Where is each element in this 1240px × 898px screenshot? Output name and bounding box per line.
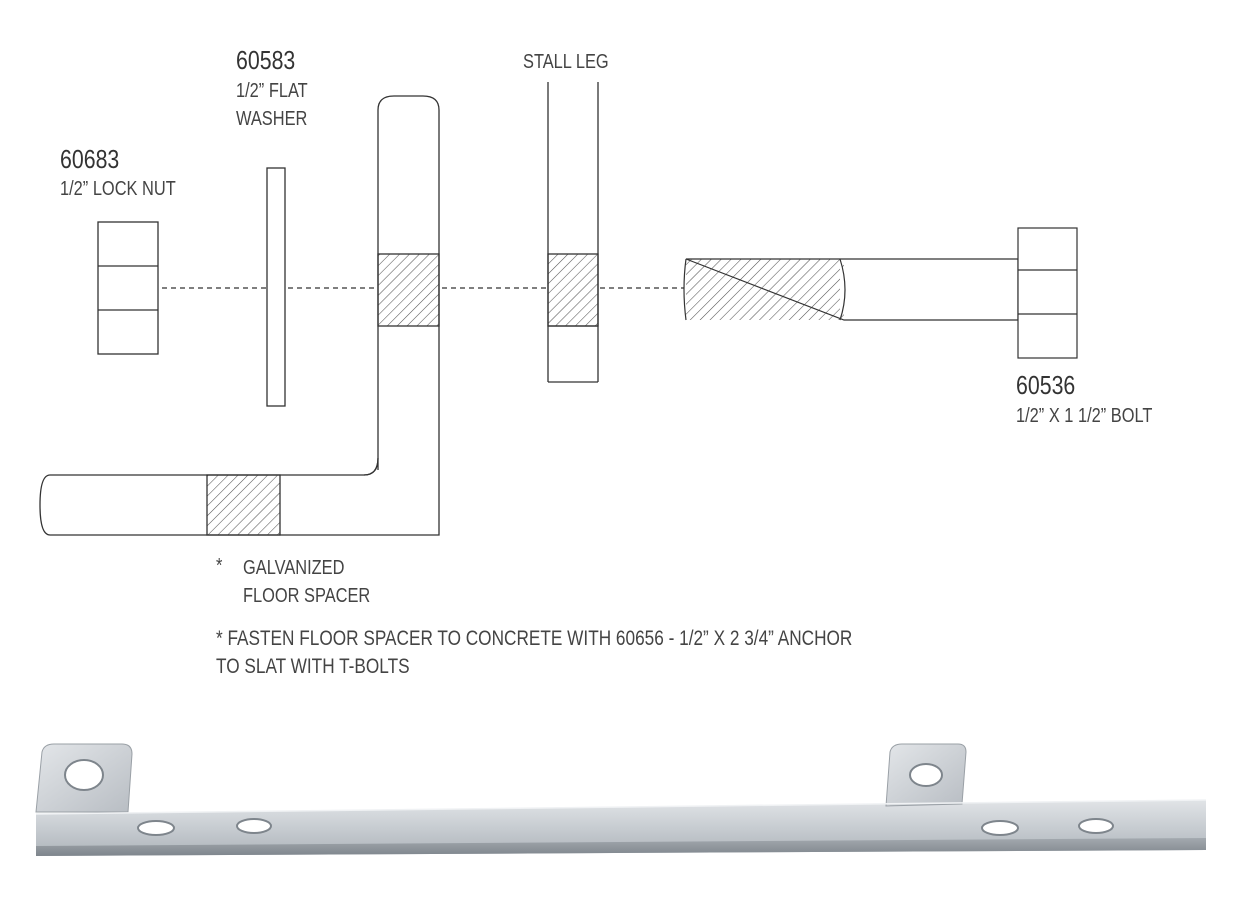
footnote-line2: TO SLAT WITH T-BOLTS (216, 655, 410, 678)
floor-spacer-asterisk: * (216, 555, 223, 577)
flat-washer-shape (266, 167, 286, 407)
floor-spacer-photo (35, 743, 1207, 856)
washer-desc-line2: WASHER (236, 108, 308, 130)
bolt-shape (683, 227, 1078, 359)
footnote-line1: * FASTEN FLOOR SPACER TO CONCRETE WITH 6… (216, 627, 853, 650)
lock-nut-part-number: 60683 (60, 144, 120, 174)
stall-leg-label: STALL LEG (523, 51, 609, 73)
floor-spacer-line1: GALVANIZED (243, 557, 345, 579)
washer-part-number: 60583 (236, 45, 296, 75)
floor-spacer-shape (39, 95, 440, 536)
washer-desc-line1: 1/2” FLAT (236, 80, 308, 102)
floor-spacer-line2: FLOOR SPACER (243, 585, 371, 607)
lock-nut-desc: 1/2” LOCK NUT (60, 178, 176, 200)
bolt-part-number: 60536 (1016, 370, 1076, 400)
lock-nut-shape (97, 221, 159, 355)
bolt-desc: 1/2” X 1 1/2” BOLT (1016, 405, 1153, 427)
stall-leg-shape (547, 82, 599, 383)
